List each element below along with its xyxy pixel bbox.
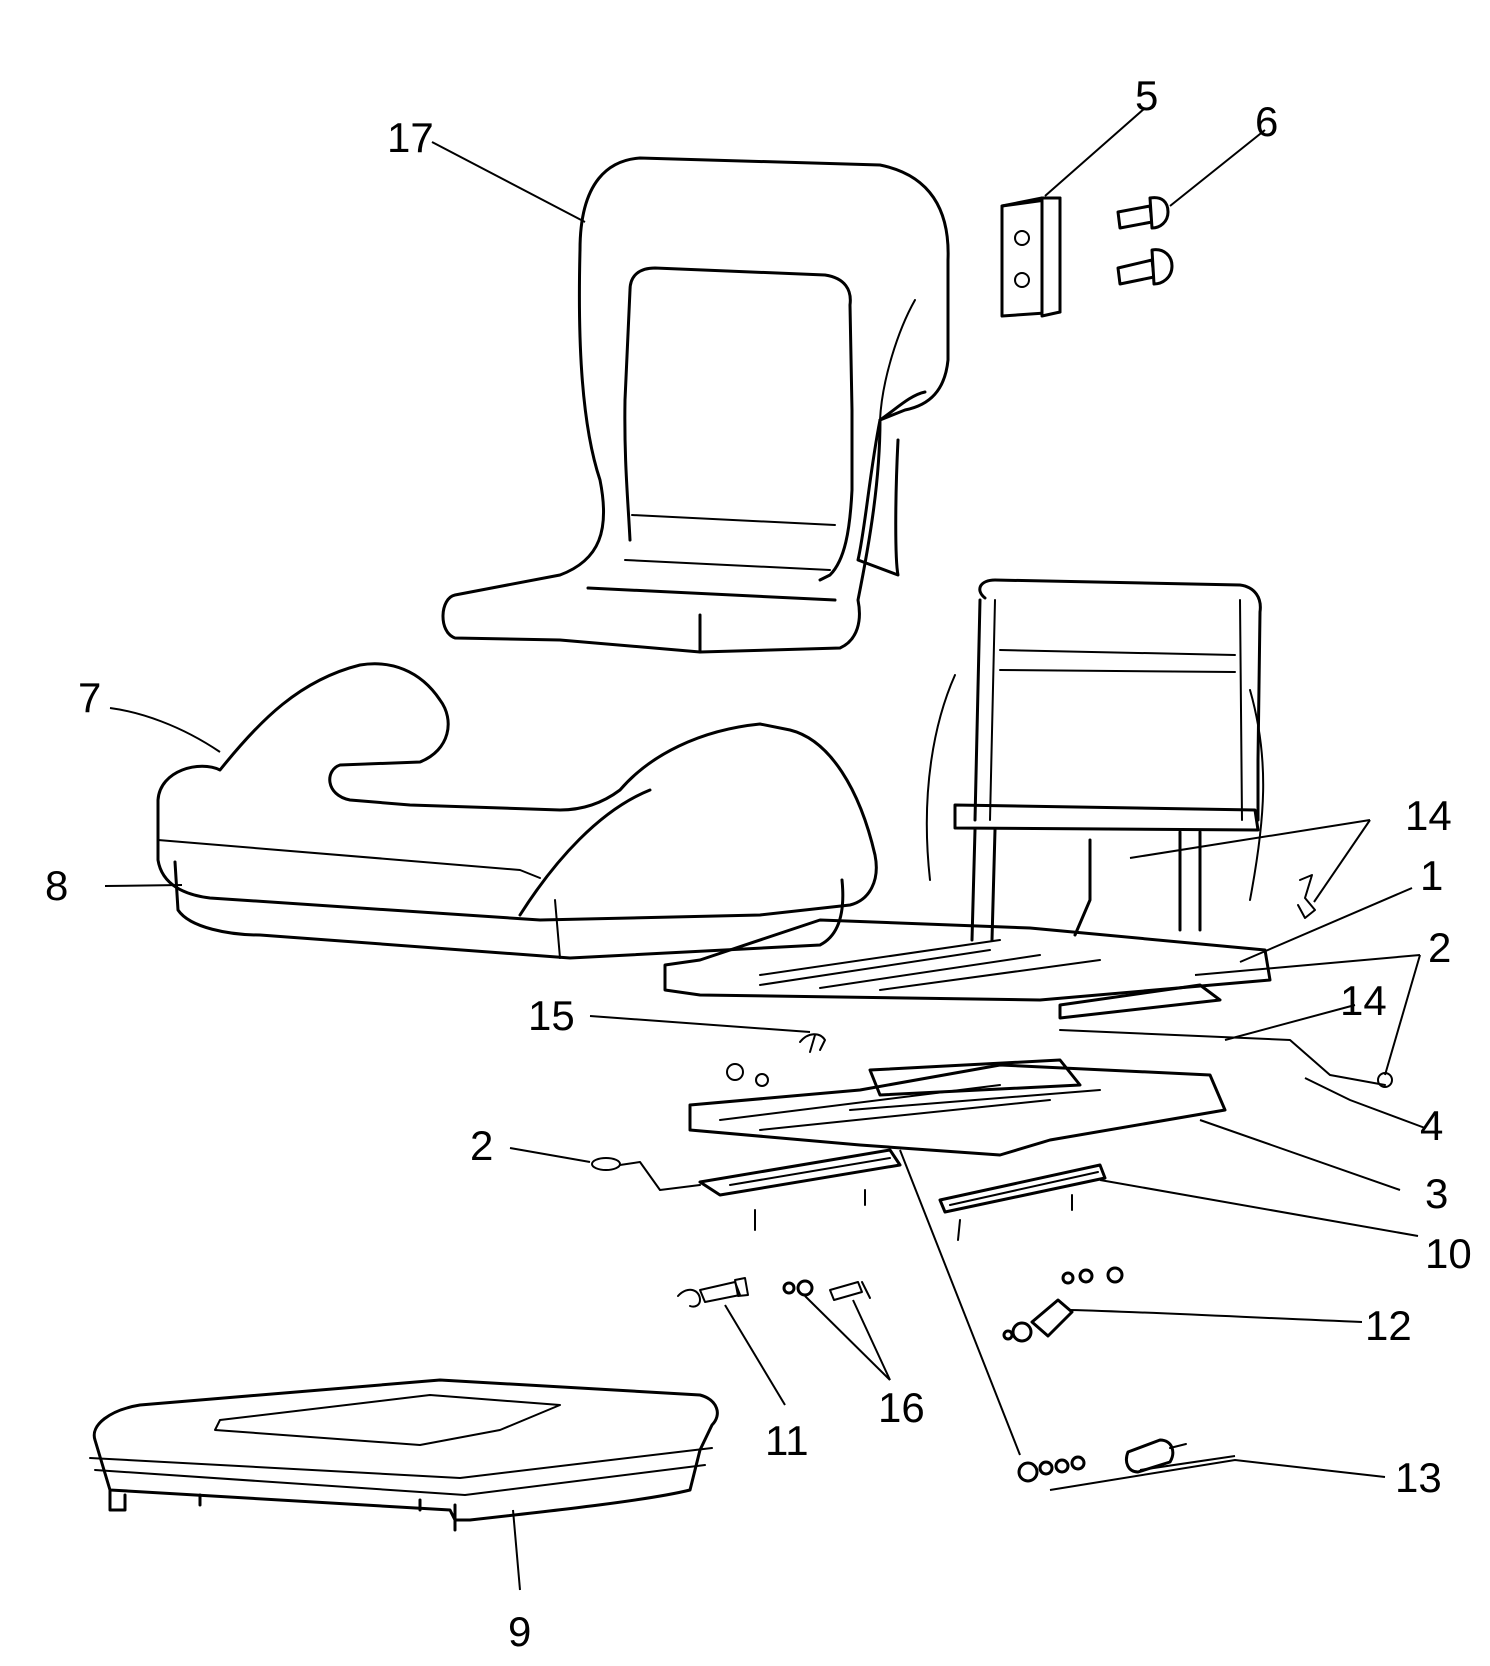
seat-back-part-17	[441, 156, 950, 654]
callout-3: 3	[1425, 1170, 1448, 1217]
callout-15: 15	[528, 992, 575, 1039]
cushion-base-part-10	[173, 860, 845, 960]
slide-rails-part-6	[698, 1148, 1107, 1241]
small-hardware	[677, 874, 1316, 1483]
callout-7: 5	[1135, 72, 1158, 119]
lever-part-2	[591, 1157, 701, 1191]
callout-2-left: 2	[470, 1122, 493, 1169]
seat-frame-part-1	[663, 578, 1393, 1088]
callout-14-lower: 14	[1340, 977, 1387, 1024]
callout-1: 1	[1420, 852, 1443, 899]
callout-8: 6	[1255, 98, 1278, 145]
leader-lines	[104, 107, 1426, 1591]
base-plate-part-5	[89, 1378, 719, 1532]
callout-17: 17	[387, 114, 434, 161]
callout-5: 9	[508, 1608, 531, 1655]
callout-11: 11	[765, 1417, 809, 1464]
callout-12: 12	[1365, 1302, 1412, 1349]
slide-assembly-part-3	[688, 1058, 1227, 1157]
callout-10: 8	[45, 862, 68, 909]
callout-9: 7	[78, 674, 101, 721]
mounting-block-part-7	[1000, 196, 1062, 318]
bolts-part-8	[1116, 196, 1174, 286]
callout-14-upper: 14	[1405, 792, 1452, 839]
callout-2-right: 2	[1428, 924, 1451, 971]
callout-16: 16	[878, 1384, 925, 1431]
callout-6: 10	[1425, 1230, 1472, 1277]
seat-cushion-part-9	[156, 662, 878, 922]
callout-4: 4	[1420, 1102, 1443, 1149]
callouts: 17 5 6 7 8 14 1 2 14 15 4 2 3 10 12 16 1…	[45, 72, 1472, 1655]
callout-13: 13	[1395, 1454, 1442, 1501]
